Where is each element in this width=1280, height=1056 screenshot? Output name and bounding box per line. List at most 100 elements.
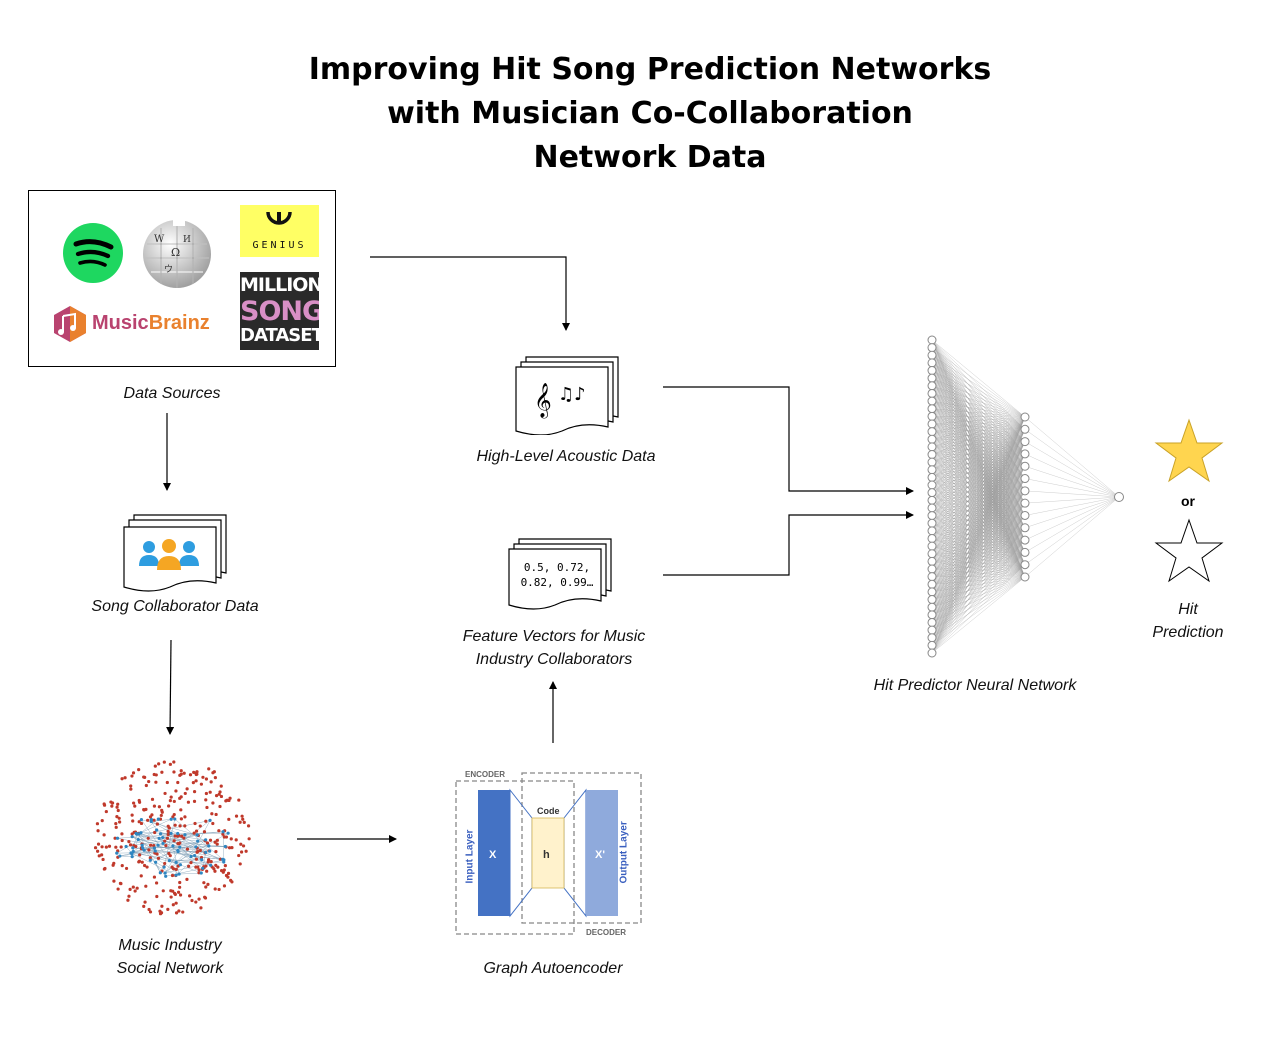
genius-label: GENIUS xyxy=(252,240,307,251)
social-node xyxy=(131,819,135,823)
social-node xyxy=(119,882,123,886)
social-node xyxy=(208,849,212,853)
social-node xyxy=(191,781,195,785)
social-node xyxy=(171,903,175,907)
social-node xyxy=(100,845,104,849)
feature-values-line-1: 0.5, 0.72, xyxy=(523,561,591,574)
nn-input-node xyxy=(927,533,937,543)
social-node xyxy=(154,780,158,784)
nn-hidden-node xyxy=(1020,547,1030,557)
feature-values-line-2: 0.82, 0.99… xyxy=(520,576,594,589)
social-node xyxy=(152,846,157,850)
social-node xyxy=(115,851,119,855)
diagram-title: Improving Hit Song Prediction Networks w… xyxy=(0,48,1280,180)
social-node xyxy=(204,777,209,781)
social-node xyxy=(246,824,251,828)
social-node xyxy=(167,804,171,808)
social-node xyxy=(155,852,159,856)
social-node xyxy=(197,868,201,872)
social-node xyxy=(226,831,230,835)
feature-vector-document-icon xyxy=(508,538,612,610)
or-label: or xyxy=(1181,493,1195,509)
social-node xyxy=(171,889,175,893)
social-node xyxy=(169,795,173,799)
social-node xyxy=(179,769,183,773)
social-node xyxy=(148,858,152,862)
nn-input-node xyxy=(927,602,937,612)
nn-input-node xyxy=(927,617,937,627)
social-node xyxy=(202,881,206,885)
social-node xyxy=(162,760,166,764)
social-node xyxy=(201,866,205,870)
nn-input-node xyxy=(927,610,937,620)
social-node xyxy=(226,871,231,875)
social-node xyxy=(160,904,164,908)
social-node xyxy=(200,858,204,862)
nn-input-node xyxy=(927,427,937,437)
nn-input-node xyxy=(927,495,937,505)
social-node xyxy=(203,895,207,899)
social-node xyxy=(165,836,170,840)
social-node xyxy=(157,762,161,766)
social-caption-line-2: Social Network xyxy=(116,960,224,977)
social-node xyxy=(196,849,200,854)
social-node xyxy=(169,817,173,821)
social-node xyxy=(218,857,222,861)
arrow-features-to-network xyxy=(663,511,914,576)
social-node xyxy=(205,869,209,873)
social-node xyxy=(135,886,139,890)
social-node xyxy=(194,772,198,777)
social-node xyxy=(138,853,142,857)
social-node xyxy=(180,834,184,838)
social-node xyxy=(217,829,221,833)
social-node xyxy=(124,844,128,849)
nn-input-node xyxy=(927,511,937,521)
social-node xyxy=(223,844,227,849)
social-node xyxy=(137,859,142,863)
social-node xyxy=(214,812,218,817)
social-node xyxy=(192,799,197,803)
social-node xyxy=(147,779,151,784)
social-node xyxy=(156,843,160,847)
social-node xyxy=(182,836,186,840)
social-node xyxy=(210,812,214,816)
social-node xyxy=(102,802,106,806)
h-label: h xyxy=(543,849,550,861)
nn-hidden-node xyxy=(1020,498,1030,508)
social-node xyxy=(179,795,183,799)
social-caption-line-1: Music Industry xyxy=(118,937,222,954)
social-node xyxy=(213,840,217,844)
social-node xyxy=(188,773,193,777)
nn-input-node xyxy=(927,595,937,605)
social-node xyxy=(167,858,171,863)
nn-input-node xyxy=(927,549,937,559)
nn-input-node xyxy=(927,388,937,398)
social-node xyxy=(115,805,119,809)
collaborator-caption: Song Collaborator Data xyxy=(91,598,259,615)
social-node xyxy=(196,839,200,843)
social-node xyxy=(172,839,176,843)
social-node xyxy=(133,804,137,808)
social-node xyxy=(166,907,170,911)
social-node xyxy=(127,894,131,898)
nn-input-node xyxy=(927,411,937,421)
social-node xyxy=(217,887,221,892)
nn-input-node xyxy=(927,648,937,658)
social-node xyxy=(219,784,223,788)
nn-hidden-node xyxy=(1020,437,1030,447)
social-node xyxy=(144,807,148,811)
social-node xyxy=(183,791,187,796)
social-node xyxy=(164,874,168,878)
nn-input-node xyxy=(927,526,937,536)
hit-prediction-caption: Hit Prediction xyxy=(1138,598,1238,644)
social-node xyxy=(212,867,216,871)
msd-line-3: DATASET xyxy=(240,325,319,346)
social-node xyxy=(144,783,148,788)
output-layer-label: Output Layer xyxy=(618,821,630,884)
social-node xyxy=(146,818,150,822)
social-node xyxy=(97,854,101,858)
social-node xyxy=(154,881,159,885)
social-node xyxy=(132,801,136,805)
social-node xyxy=(154,860,158,864)
social-node xyxy=(139,831,143,835)
